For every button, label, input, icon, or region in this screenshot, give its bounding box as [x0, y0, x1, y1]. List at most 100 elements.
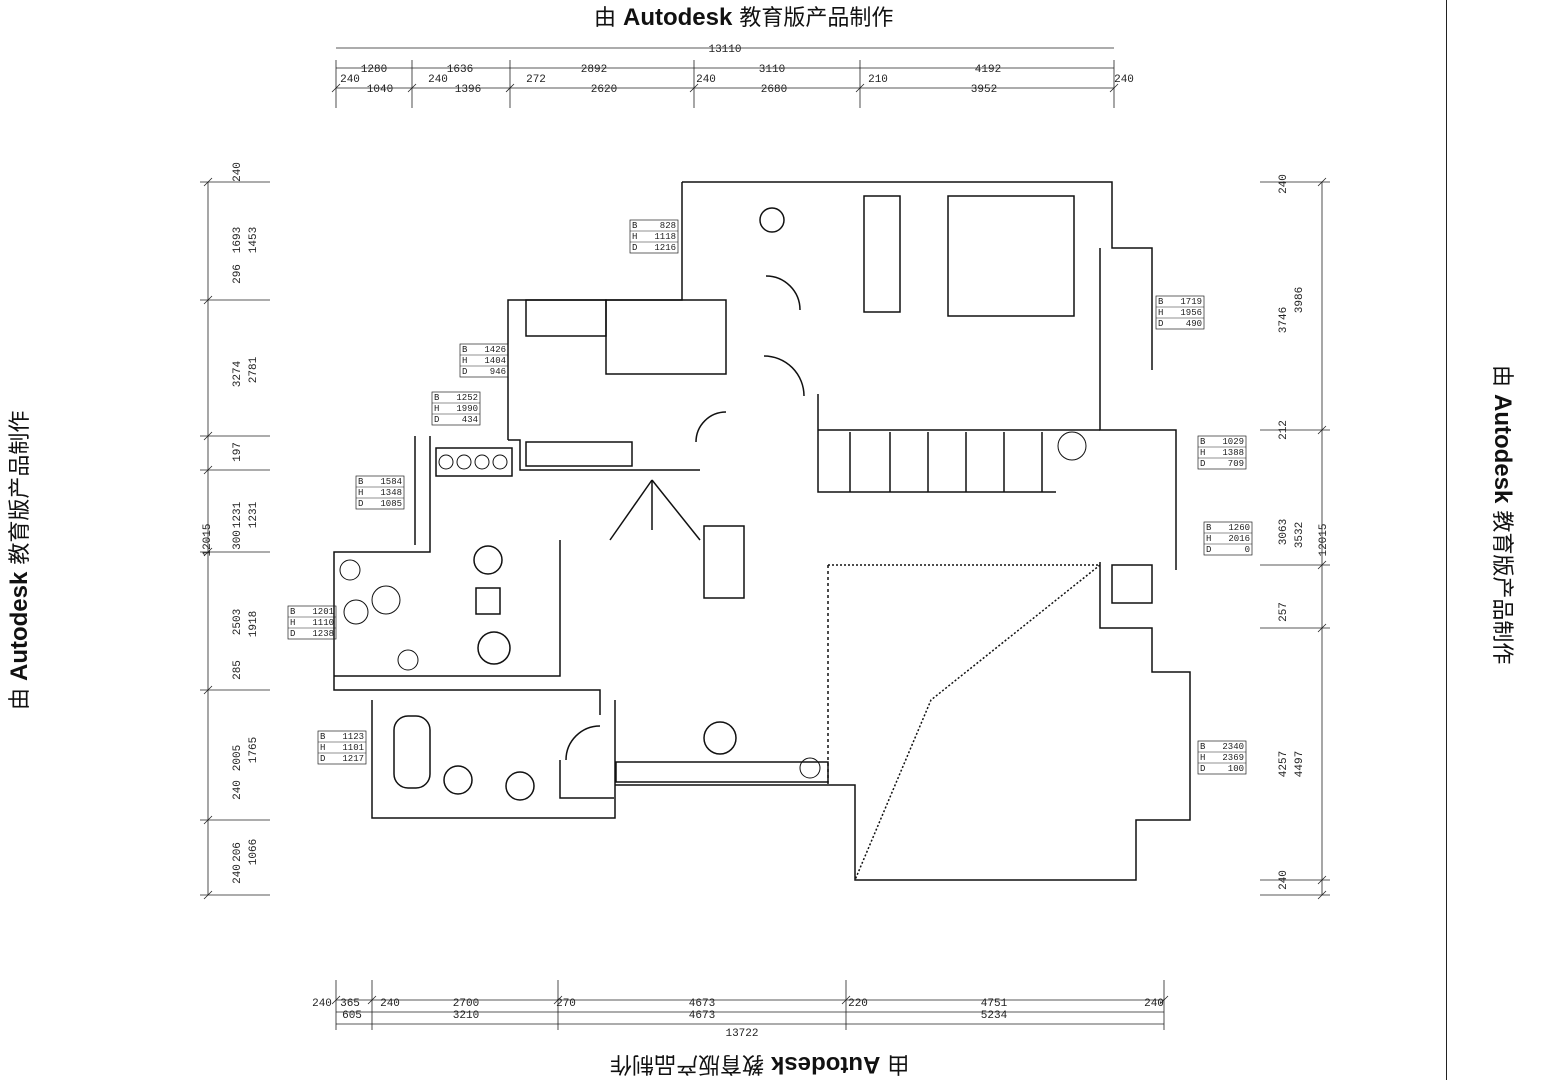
dim-label-left: 1066 — [248, 839, 260, 865]
cabinet — [525, 441, 633, 467]
dim-label-top: 1636 — [447, 64, 473, 76]
spec-table-frame — [1155, 295, 1205, 330]
spec-key: B — [1200, 742, 1206, 752]
spec-value: 1426 — [484, 345, 506, 355]
dim-label-bottom: 220 — [848, 998, 868, 1010]
spec-key: H — [462, 356, 467, 366]
atrium-edge — [828, 564, 1103, 881]
dim-label-bottom: 240 — [312, 998, 332, 1010]
spec-table-frame — [355, 475, 405, 510]
dim-label-bottom: 270 — [556, 998, 576, 1010]
dim-label-top: 240 — [340, 74, 360, 86]
dim-label-right-total: 12015 — [1318, 523, 1330, 556]
wall-stair-bottom — [817, 394, 1056, 493]
dim-label-top: 1040 — [367, 84, 393, 96]
plant-icon — [343, 599, 369, 625]
armchair — [473, 545, 503, 575]
spec-key: B — [1158, 297, 1164, 307]
spec-table-frame — [629, 219, 679, 254]
spec-key: H — [290, 618, 295, 628]
plant-icon — [397, 649, 419, 671]
plant-icon — [438, 454, 454, 470]
spec-table-frame — [317, 730, 367, 765]
dim-label-bottom: 5234 — [981, 1010, 1008, 1022]
spec-value: 1201 — [312, 607, 334, 617]
spec-value: 490 — [1186, 319, 1202, 329]
closet — [863, 195, 901, 313]
wall-left-wing — [333, 436, 601, 715]
spec-value: 1990 — [456, 404, 478, 414]
spec-value: 0 — [1245, 545, 1250, 555]
dim-label-top: 2620 — [591, 84, 617, 96]
watermark-suffix: 教育版产品制作 — [732, 6, 894, 31]
dim-label-left-total: 12015 — [202, 523, 214, 556]
dim-label-left: 296 — [232, 264, 244, 284]
spec-value: 946 — [490, 367, 506, 377]
wall-right-mid — [1099, 248, 1177, 570]
spec-key: H — [434, 404, 439, 414]
spec-key: D — [1158, 319, 1163, 329]
dim-label-left: 1693 — [232, 227, 244, 253]
spec-key: B — [632, 221, 638, 231]
dim-label-bottom: 2700 — [453, 998, 479, 1010]
washbasin — [505, 771, 535, 801]
spec-value: 1118 — [654, 232, 676, 242]
spec-value: 100 — [1228, 764, 1244, 774]
spec-key: H — [1200, 753, 1205, 763]
spec-value: 2016 — [1228, 534, 1250, 544]
spec-value: 1956 — [1180, 308, 1202, 318]
spec-value: 1123 — [342, 732, 364, 742]
spec-key: D — [1200, 459, 1205, 469]
spec-key: D — [1200, 764, 1205, 774]
spec-value: 1404 — [484, 356, 506, 366]
armchair — [477, 631, 511, 665]
door-swing — [565, 725, 601, 761]
spec-value: 709 — [1228, 459, 1244, 469]
kitchen-counter — [615, 761, 829, 783]
wall-lower — [615, 562, 1191, 881]
dim-label-top: 1396 — [455, 84, 481, 96]
dim-label-left: 197 — [232, 442, 244, 462]
spec-value: 434 — [462, 415, 478, 425]
dim-label-right: 3746 — [1278, 307, 1290, 333]
dimension-lines — [207, 47, 1323, 1025]
dim-label-top: 240 — [696, 74, 716, 86]
spec-key: B — [434, 393, 440, 403]
dim-label-top: 1280 — [361, 64, 387, 76]
spec-value: 1719 — [1180, 297, 1202, 307]
dim-label-left: 2781 — [248, 356, 260, 383]
spec-value: 1029 — [1222, 437, 1244, 447]
spec-value: 1260 — [1228, 523, 1250, 533]
dim-label-left: 1231 — [248, 501, 260, 528]
spec-value: 1584 — [380, 477, 402, 487]
dim-label-bottom: 240 — [1144, 998, 1164, 1010]
spec-value: 1101 — [342, 743, 364, 753]
dim-label-top-total: 13110 — [708, 44, 741, 56]
spec-key: H — [320, 743, 325, 753]
dim-label-top: 3952 — [971, 84, 997, 96]
dim-label-right: 257 — [1278, 602, 1290, 622]
dim-label-top: 272 — [526, 74, 546, 86]
spec-key: H — [632, 232, 637, 242]
watermark-prefix: 由 — [594, 6, 623, 31]
spec-value: 1348 — [380, 488, 402, 498]
dim-label-bottom: 4673 — [689, 998, 715, 1010]
plant-icon — [339, 559, 361, 581]
toilet — [759, 207, 785, 233]
bathtub — [393, 715, 431, 789]
spec-value: 828 — [660, 221, 676, 231]
spec-key: D — [290, 629, 295, 639]
sink — [703, 721, 737, 755]
spec-key: B — [1206, 523, 1212, 533]
dim-label-top: 210 — [868, 74, 888, 86]
spec-key: D — [320, 754, 325, 764]
spec-value: 1110 — [312, 618, 334, 628]
spec-value: 1238 — [312, 629, 334, 639]
